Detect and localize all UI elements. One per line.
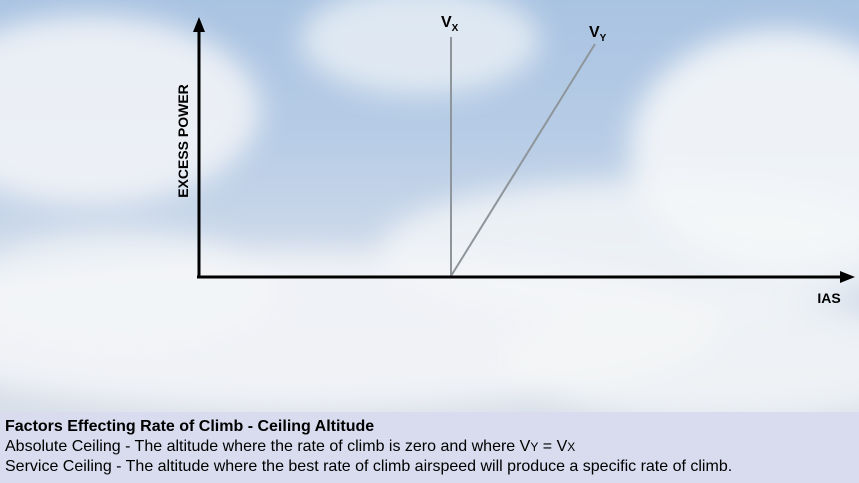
y-axis-label: EXCESS POWER xyxy=(175,84,191,198)
vy-line xyxy=(450,43,596,277)
caption-title: Factors Effecting Rate of Climb - Ceilin… xyxy=(5,418,375,435)
vy-label: VY xyxy=(589,24,607,44)
x-axis-arrowhead xyxy=(840,271,855,283)
climb-diagram: EXCESS POWER IAS VX VY xyxy=(175,14,855,306)
service-ceiling-definition: Service Ceiling - The altitude where the… xyxy=(5,458,733,475)
y-axis-arrowhead xyxy=(193,17,205,32)
x-axis-label: IAS xyxy=(817,290,840,306)
absolute-ceiling-definition: Absolute Ceiling - The altitude where th… xyxy=(5,438,576,455)
sky-background xyxy=(0,0,859,412)
vx-label: VX xyxy=(441,14,459,34)
cloud-layer xyxy=(0,0,859,412)
caption-panel: Factors Effecting Rate of Climb - Ceilin… xyxy=(0,412,859,483)
